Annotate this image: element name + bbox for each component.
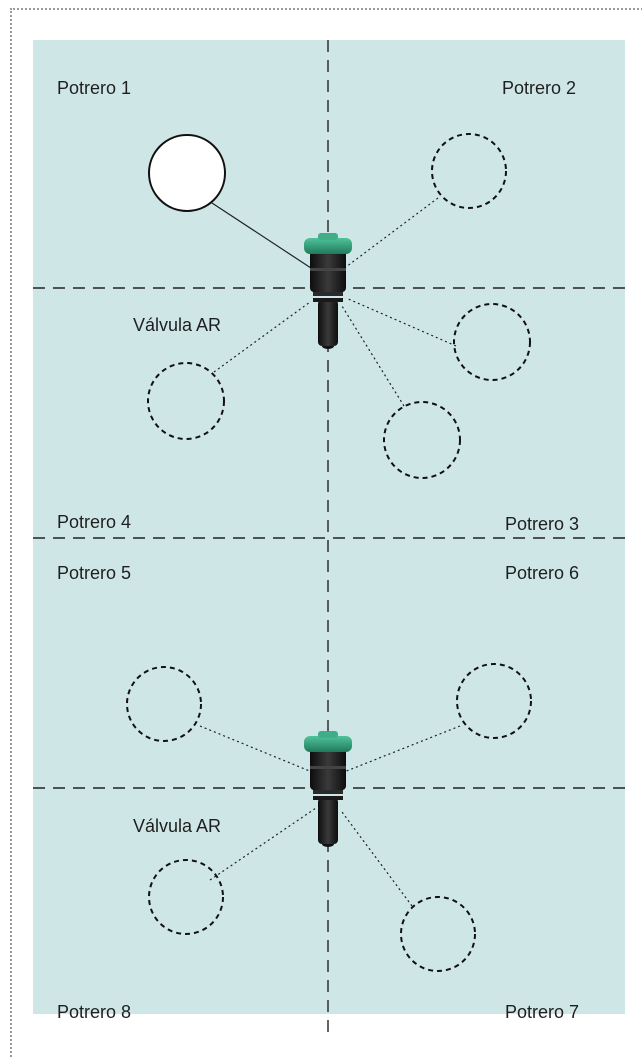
inactive-paddock-circle bbox=[400, 896, 476, 972]
active-paddock-circle bbox=[148, 134, 226, 212]
inactive-paddock-circle bbox=[147, 362, 225, 440]
connector-solid bbox=[211, 202, 315, 271]
inactive-paddock-circle bbox=[126, 666, 202, 742]
paddock-label-8: Potrero 8 bbox=[57, 1002, 132, 1022]
inactive-paddock-circle bbox=[453, 303, 531, 381]
paddock-label-5: Potrero 5 bbox=[57, 563, 132, 583]
paddock-label-7: Potrero 7 bbox=[505, 1002, 580, 1022]
connector-dotted bbox=[343, 725, 461, 773]
connector-dotted bbox=[345, 297, 457, 347]
inactive-paddock-circle bbox=[431, 133, 507, 209]
valve-label-top: Válvula AR bbox=[133, 315, 222, 335]
paddock-label-4: Potrero 4 bbox=[57, 512, 132, 532]
connector-dotted bbox=[199, 725, 313, 773]
valve-top bbox=[304, 233, 352, 349]
paddock-label-3: Potrero 3 bbox=[505, 514, 580, 534]
connector-dotted bbox=[341, 197, 439, 271]
paddock-label-6: Potrero 6 bbox=[505, 563, 580, 583]
connector-dotted bbox=[209, 807, 317, 881]
valve-bottom bbox=[304, 731, 352, 847]
inactive-paddock-circle bbox=[456, 663, 532, 739]
valve-label-bottom: Válvula AR bbox=[133, 816, 222, 836]
dotted-frame bbox=[10, 8, 642, 1057]
paddock-label-1: Potrero 1 bbox=[57, 78, 132, 98]
inactive-paddock-circle bbox=[148, 859, 224, 935]
paddock-label-2: Potrero 2 bbox=[502, 78, 577, 98]
inactive-paddock-circle bbox=[383, 401, 461, 479]
